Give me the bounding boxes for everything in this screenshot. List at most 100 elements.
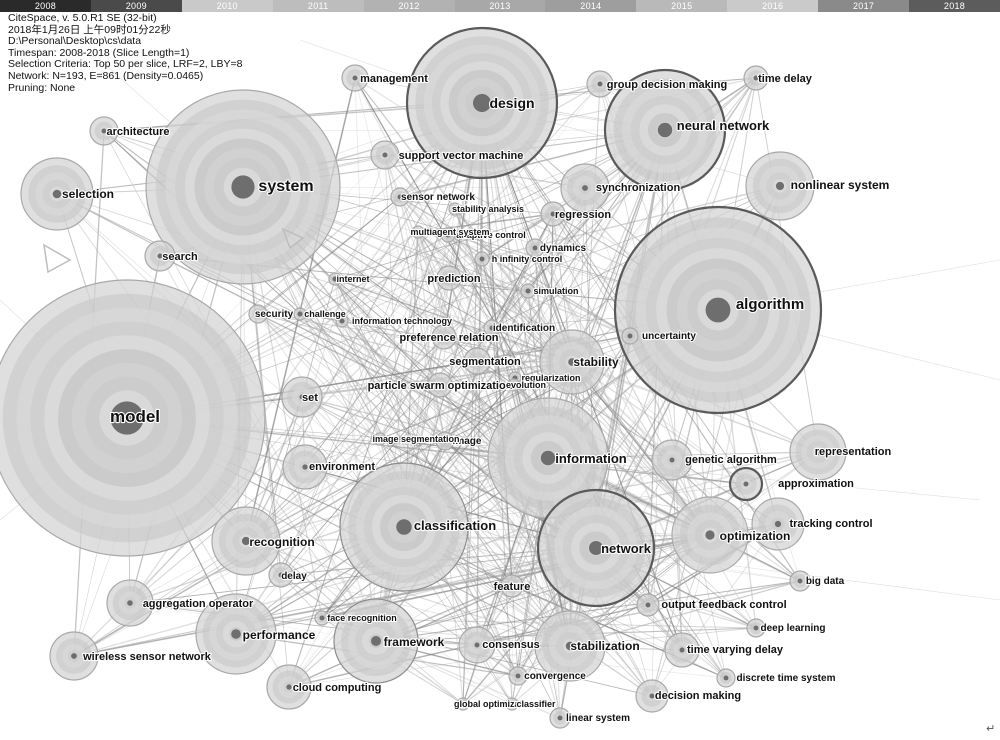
edge-image-segmentation-preference-relation — [379, 336, 445, 440]
node-face-recognition[interactable] — [314, 610, 330, 626]
node-group-decision-making[interactable] — [586, 70, 614, 98]
node-architecture[interactable] — [89, 116, 119, 146]
edge-security-neural-network — [257, 129, 666, 315]
timeline-year-2011: 2011 — [272, 0, 364, 12]
node-synchronization[interactable] — [560, 163, 610, 213]
node-management[interactable] — [341, 64, 369, 92]
node-performance[interactable] — [195, 593, 277, 675]
node-representation[interactable] — [789, 423, 847, 481]
node-dynamics[interactable] — [525, 238, 545, 258]
label-layer: modelalgorithmsystemdesignclassification… — [61, 72, 893, 725]
node-internet[interactable] — [328, 272, 342, 286]
node-preference-relation[interactable] — [431, 324, 457, 350]
node-challenge[interactable] — [293, 307, 307, 321]
node-stabilization[interactable] — [534, 610, 606, 682]
node-convergence[interactable] — [508, 666, 528, 686]
node-h-infinity-control[interactable] — [474, 251, 490, 267]
timeline-year-2010: 2010 — [181, 0, 273, 12]
label-deep-learning: deep learning — [760, 623, 825, 634]
node-core — [352, 75, 358, 81]
node-image[interactable] — [435, 431, 455, 451]
node-core — [814, 448, 822, 456]
node-model[interactable] — [0, 279, 266, 557]
node-information-technology[interactable] — [335, 314, 349, 328]
node-recognition[interactable] — [211, 506, 281, 576]
node-core — [52, 189, 62, 199]
node-feature[interactable] — [500, 574, 524, 598]
node-core — [474, 358, 480, 364]
label-internet: internet — [336, 274, 369, 284]
node-uncertainty[interactable] — [621, 327, 639, 345]
node-environment[interactable] — [282, 444, 328, 490]
node-linear-system[interactable] — [549, 707, 571, 729]
node-simulation[interactable] — [520, 283, 536, 299]
node-discrete-time-system[interactable] — [716, 668, 736, 688]
node-adaptive-control[interactable] — [440, 227, 456, 243]
label-stability: stability — [573, 355, 619, 369]
label-set: set — [302, 392, 318, 404]
label-segmentation: segmentation — [449, 356, 521, 368]
node-search[interactable] — [144, 240, 176, 272]
edge-image-segmentation-evolution — [379, 384, 515, 440]
node-decision-making[interactable] — [635, 679, 669, 713]
node-core — [473, 94, 491, 112]
node-particle-swarm-optimization[interactable] — [427, 372, 453, 398]
node-core — [775, 181, 785, 191]
corner-mark: ↵ — [986, 723, 996, 735]
node-set[interactable] — [281, 376, 323, 418]
timeline-year-2016: 2016 — [727, 0, 819, 12]
node-multiagent-system[interactable] — [411, 225, 425, 239]
label-synchronization: synchronization — [596, 182, 681, 194]
node-approximation[interactable] — [728, 466, 764, 502]
node-information[interactable] — [487, 397, 609, 519]
node-support-vector-machine[interactable] — [370, 140, 400, 170]
node-core — [550, 211, 556, 217]
label-regression: regression — [555, 209, 612, 221]
edge-sensor-network-uncertainty — [399, 196, 631, 337]
node-optimization[interactable] — [671, 496, 749, 574]
node-design[interactable] — [405, 26, 559, 180]
node-regression[interactable] — [540, 201, 566, 227]
node-stability[interactable] — [539, 329, 605, 395]
node-algorithm[interactable] — [613, 205, 823, 415]
node-big-data[interactable] — [789, 570, 811, 592]
node-core — [489, 325, 495, 331]
node-core — [479, 256, 485, 262]
node-wireless-sensor-network[interactable] — [49, 631, 99, 681]
edge-uncertainty-simulation — [527, 290, 631, 337]
node-time-varying-delay[interactable] — [664, 632, 700, 668]
node-segmentation[interactable] — [463, 347, 491, 375]
timeline-year-2013: 2013 — [454, 0, 546, 12]
edge-information-technology-stability-analysis — [341, 208, 456, 322]
node-cloud-computing[interactable] — [266, 664, 312, 710]
node-security[interactable] — [248, 304, 268, 324]
node-nonlinear-system[interactable] — [745, 151, 815, 221]
node-deep-learning[interactable] — [746, 618, 766, 638]
node-tracking-control[interactable] — [751, 497, 805, 551]
node-output-feedback-control[interactable] — [636, 593, 660, 617]
node-sensor-network[interactable] — [390, 187, 410, 207]
node-classifier[interactable] — [505, 697, 519, 711]
node-classification[interactable] — [339, 462, 469, 592]
node-delay[interactable] — [268, 562, 294, 588]
node-network[interactable] — [536, 488, 656, 608]
node-image-segmentation[interactable] — [373, 432, 387, 446]
node-time-delay[interactable] — [743, 65, 769, 91]
node-genetic-algorithm[interactable] — [651, 439, 693, 481]
node-consensus[interactable] — [458, 626, 496, 664]
node-prediction[interactable] — [436, 265, 462, 291]
edge-information-border — [547, 457, 981, 501]
edge-classifier-design — [481, 102, 513, 705]
node-framework[interactable] — [333, 598, 419, 684]
node-evolution[interactable] — [507, 378, 521, 392]
node-core — [589, 541, 603, 555]
node-identification[interactable] — [483, 319, 501, 337]
node-selection[interactable] — [20, 157, 94, 231]
node-core — [753, 75, 759, 81]
node-neural-network[interactable] — [603, 68, 727, 192]
node-aggregation-operator[interactable] — [106, 579, 154, 627]
node-stability-analysis[interactable] — [448, 202, 462, 216]
label-tracking-control: tracking control — [789, 518, 872, 530]
node-global-optimization[interactable] — [456, 697, 470, 711]
node-core — [515, 673, 521, 679]
